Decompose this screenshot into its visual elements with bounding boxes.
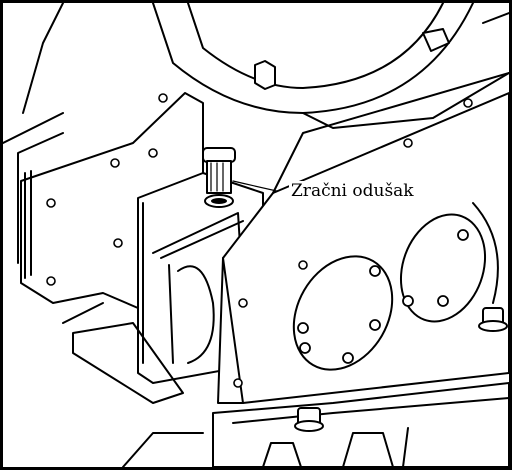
upper-housing <box>3 3 509 144</box>
lower-base <box>62 302 509 467</box>
right-main-housing <box>217 72 509 404</box>
callout-label: Zračni odušak <box>289 181 416 201</box>
gearbox-assembly-drawing <box>3 3 509 467</box>
